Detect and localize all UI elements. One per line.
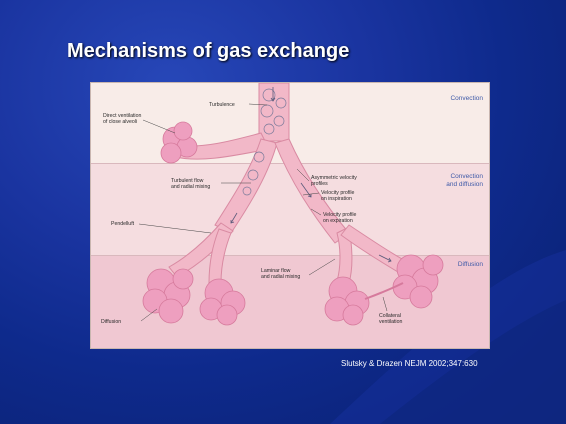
label-laminar-flow: Laminar flow and radial mixing bbox=[261, 268, 300, 280]
label-asymmetric-velocity: Asymmetric velocity profiles bbox=[311, 175, 357, 187]
airway-tree-illustration bbox=[91, 83, 489, 348]
label-collateral-ventilation: Collateral ventilation bbox=[379, 313, 402, 325]
alveoli-bottom-left-2 bbox=[200, 279, 245, 325]
alveoli-bottom-right-2 bbox=[393, 255, 443, 308]
alveoli-bottom-left-1 bbox=[143, 269, 193, 323]
slide-title: Mechanisms of gas exchange bbox=[67, 40, 349, 63]
label-pendelluft: Pendelluft bbox=[111, 221, 134, 227]
gas-exchange-figure: Convection Convection and diffusion Diff… bbox=[90, 82, 490, 349]
citation: Slutsky & Drazen NEJM 2002;347:630 bbox=[341, 359, 478, 368]
label-velocity-inspiration: Velocity profile on inspiration bbox=[321, 190, 354, 202]
label-direct-ventilation: Direct ventilation of close alveoli bbox=[103, 113, 141, 125]
label-turbulence: Turbulence bbox=[209, 102, 235, 108]
zone-label-convection-diffusion: Convection and diffusion bbox=[446, 173, 483, 189]
alveoli-bottom-right-1 bbox=[325, 277, 369, 325]
label-turbulent-flow: Turbulent flow and radial mixing bbox=[171, 178, 210, 190]
label-velocity-expiration: Velocity profile on expiration bbox=[323, 212, 356, 224]
zone-label-diffusion: Diffusion bbox=[458, 261, 483, 269]
zone-label-convection: Convection bbox=[450, 95, 483, 103]
label-diffusion: Diffusion bbox=[101, 319, 121, 325]
